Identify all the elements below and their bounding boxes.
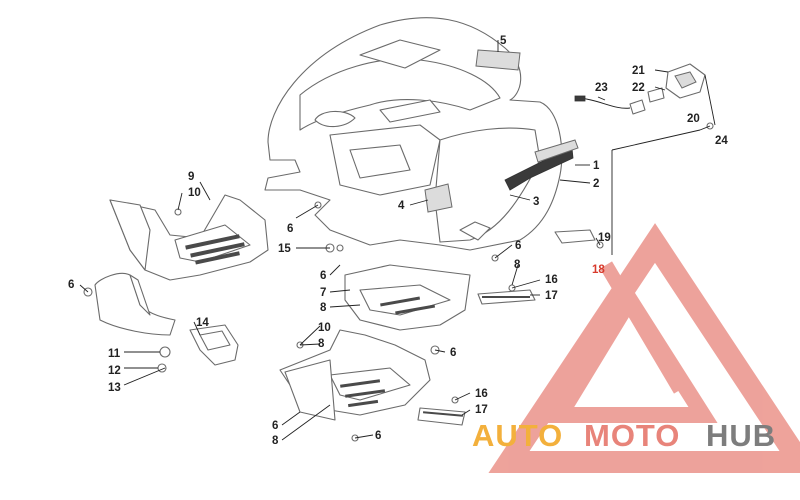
callout-8-lower: 8 [318,338,325,350]
foot-peg-lower-part [417,407,466,426]
rear-fender-part [264,17,563,251]
callout-6-fender-right: 6 [515,240,521,252]
watermark-text: AUTO MOTO HUB [472,418,776,453]
callout-10-left: 10 [188,187,201,199]
callout-19: 19 [598,232,611,244]
callout-9: 9 [188,171,194,183]
callout-12: 12 [108,365,121,377]
callout-6-center: 6 [320,270,326,282]
callout-23: 23 [595,82,608,94]
center-footwell-part [344,264,471,331]
callout-labels: 1 2 3 4 5 6 6 6 6 6 6 6 7 8 8 8 8 9 10 1… [68,35,728,447]
callout-6-lower-left: 6 [272,420,278,432]
warning-label-part [424,183,453,213]
callout-16-lower: 16 [475,388,488,400]
watermark-moto: MOTO [584,418,680,453]
watermark-logo-icon [488,223,800,473]
callout-8-upper: 8 [514,259,521,271]
callout-15: 15 [278,243,291,255]
leader-lines [79,40,716,441]
decal-part [504,139,579,191]
callout-1: 1 [593,160,600,172]
callout-8-bottom: 8 [272,435,279,447]
callout-20: 20 [687,113,700,125]
reflector-bracket-part [554,229,596,244]
watermark-auto: AUTO [472,418,563,453]
mud-flap-part [94,272,176,336]
callout-2: 2 [593,178,599,190]
callout-17-lower: 17 [475,404,488,416]
callout-14: 14 [196,317,209,329]
callout-6-lower-right: 6 [450,347,456,359]
label-5-part [475,49,521,71]
callout-10-lower: 10 [318,322,331,334]
callout-16-upper: 16 [545,274,558,286]
left-footwell-part [109,194,269,281]
callout-8-center: 8 [320,302,327,314]
foot-peg-upper-part [477,289,536,305]
callout-6-left: 6 [68,279,74,291]
callout-21: 21 [632,65,645,77]
callout-11: 11 [108,348,121,360]
callout-24: 24 [715,135,728,147]
tail-light-assembly-part [574,63,706,115]
callout-5: 5 [500,35,507,47]
bracket-part [189,324,239,366]
watermark-hub: HUB [706,418,776,453]
callout-17-upper: 17 [545,290,558,302]
callout-6-fender-left: 6 [287,223,293,235]
callout-13: 13 [108,382,121,394]
callout-4: 4 [398,200,405,212]
callout-6-lower-bottom: 6 [375,430,381,442]
callout-7: 7 [320,287,326,299]
callout-22: 22 [632,82,645,94]
callout-18: 18 [592,264,605,276]
callout-3: 3 [533,196,539,208]
